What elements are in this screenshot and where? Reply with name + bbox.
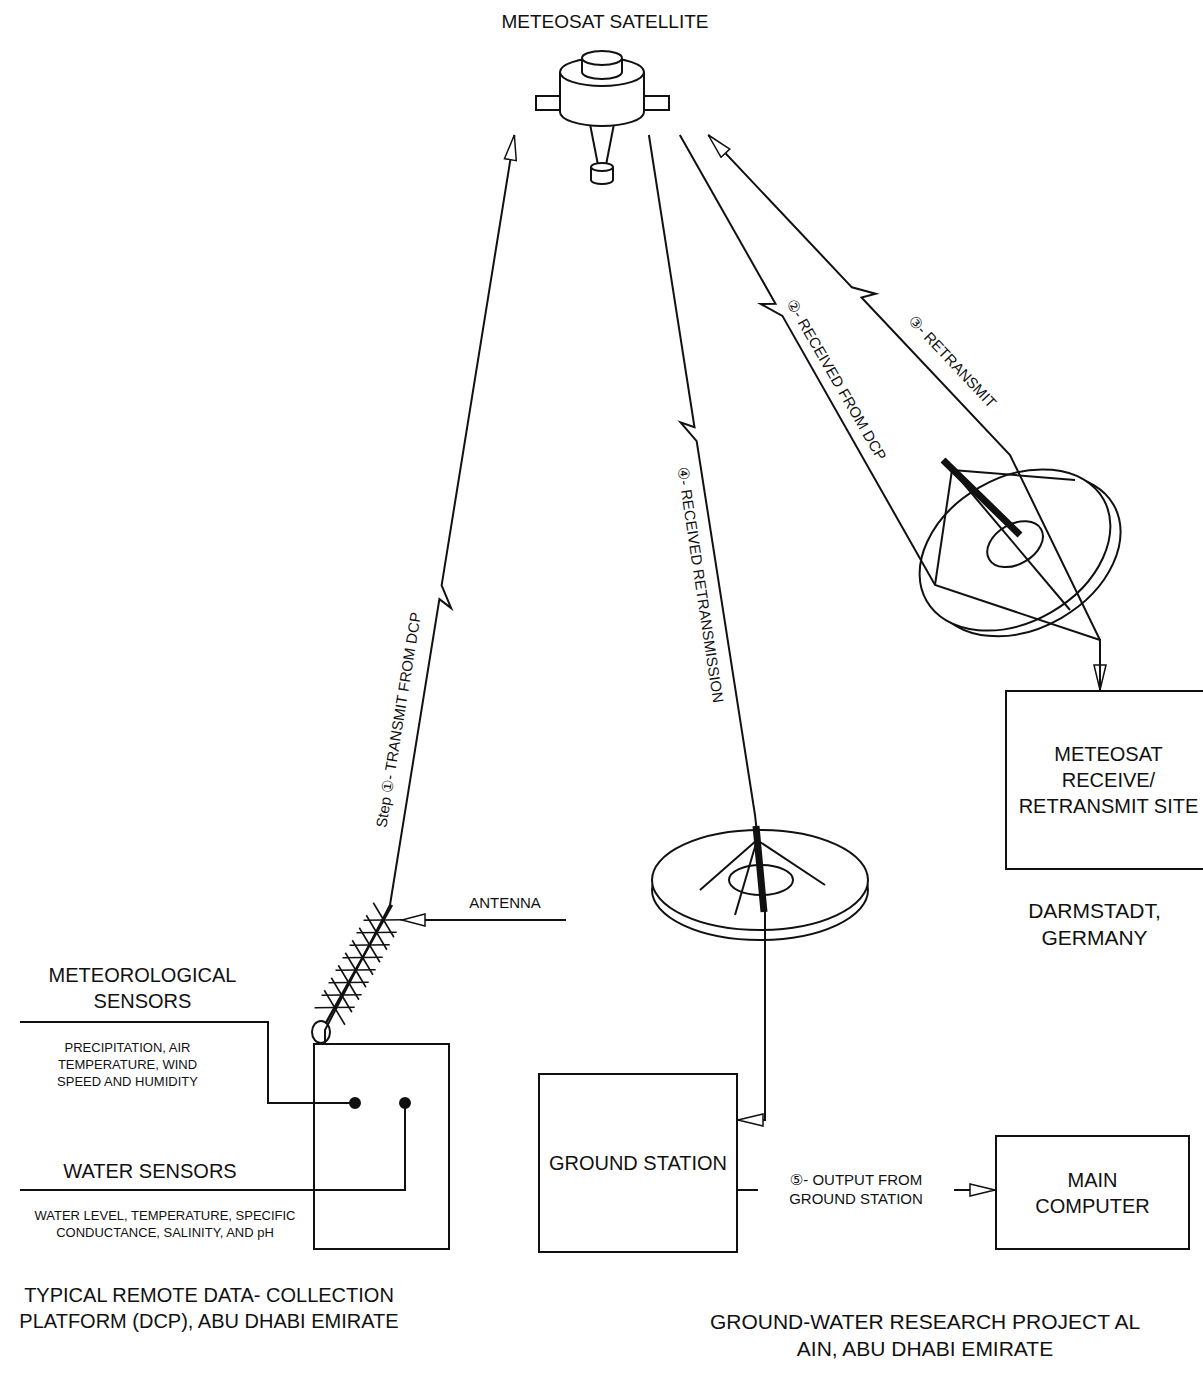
terminal-dot <box>400 1098 410 1108</box>
satellite-cap-top <box>582 51 622 65</box>
satellite-antenna-top <box>591 163 613 171</box>
dish-face <box>891 437 1140 664</box>
solar-panel <box>536 96 562 110</box>
project-caption: GROUND-WATER RESEARCH PROJECT AL AIN, AB… <box>705 1308 1145 1363</box>
dish-strut <box>952 470 1075 480</box>
antenna-strut <box>590 124 598 165</box>
signal-path <box>708 135 1100 690</box>
box-label: GROUND STATION <box>549 1150 727 1176</box>
step-label: ④- RECEIVED RETRANSMISSION <box>672 463 727 708</box>
ground-dish <box>652 826 868 940</box>
computer-box: MAIN COMPUTER <box>995 1135 1190 1250</box>
signal-path <box>680 135 1100 690</box>
box-label: MAIN COMPUTER <box>1023 1167 1163 1219</box>
antenna-strut <box>606 124 614 165</box>
satellite-drawing <box>536 51 669 184</box>
sensor-group-label: METEOROLOGICAL SENSORS <box>20 962 265 1014</box>
yagi-antenna <box>312 903 404 1043</box>
step-label: ⑤- OUTPUT FROM GROUND STATION <box>758 1171 954 1209</box>
platform-box: TYPICAL REMOTE DATA- COLLECTION PLATFORM… <box>313 1043 450 1250</box>
sensor-group-label: WATER SENSORS <box>25 1158 275 1184</box>
dish-strut <box>700 840 757 890</box>
dish-feed <box>943 460 1020 535</box>
sensor-list: WATER LEVEL, TEMPERATURE, SPECIFIC CONDU… <box>20 1208 310 1242</box>
terminal-dot <box>350 1098 360 1108</box>
receive-site-box: METEOSAT RECEIVE/ RETRANSMIT SITEDARMSTA… <box>1005 690 1203 870</box>
dish-strut <box>757 840 825 885</box>
darmstadt-dish <box>891 434 1150 672</box>
water-sensor-wire <box>20 1103 405 1190</box>
dish-strut <box>935 470 952 585</box>
meteorological-sensor-wire <box>20 1022 355 1103</box>
sensor-list: PRECIPITATION, AIR TEMPERATURE, WIND SPE… <box>35 1040 220 1091</box>
solar-panel <box>643 96 669 110</box>
dish-strut <box>735 840 757 915</box>
box-label: METEOSAT RECEIVE/ RETRANSMIT SITE <box>1007 741 1203 819</box>
step-label: ②- RECEIVED FROM DCP <box>780 293 891 466</box>
ground-station-box: GROUND STATION <box>538 1073 738 1253</box>
satellite-title: METEOSAT SATELLITE <box>470 10 740 35</box>
sensor-wiring <box>20 1022 410 1190</box>
step-label: Step ①- TRANSMIT FROM DCP <box>372 608 426 832</box>
signal-path <box>649 135 765 1120</box>
satellite-node: METEOSAT SATELLITE <box>470 10 740 135</box>
platform-caption: TYPICAL REMOTE DATA- COLLECTION PLATFORM… <box>19 1282 399 1334</box>
leader-arrow <box>402 919 566 921</box>
step-label: ③- RETRANSMIT <box>902 310 1002 415</box>
part-label: ANTENNA <box>455 893 555 913</box>
site-location: DARMSTADT, GERMANY <box>987 897 1202 952</box>
